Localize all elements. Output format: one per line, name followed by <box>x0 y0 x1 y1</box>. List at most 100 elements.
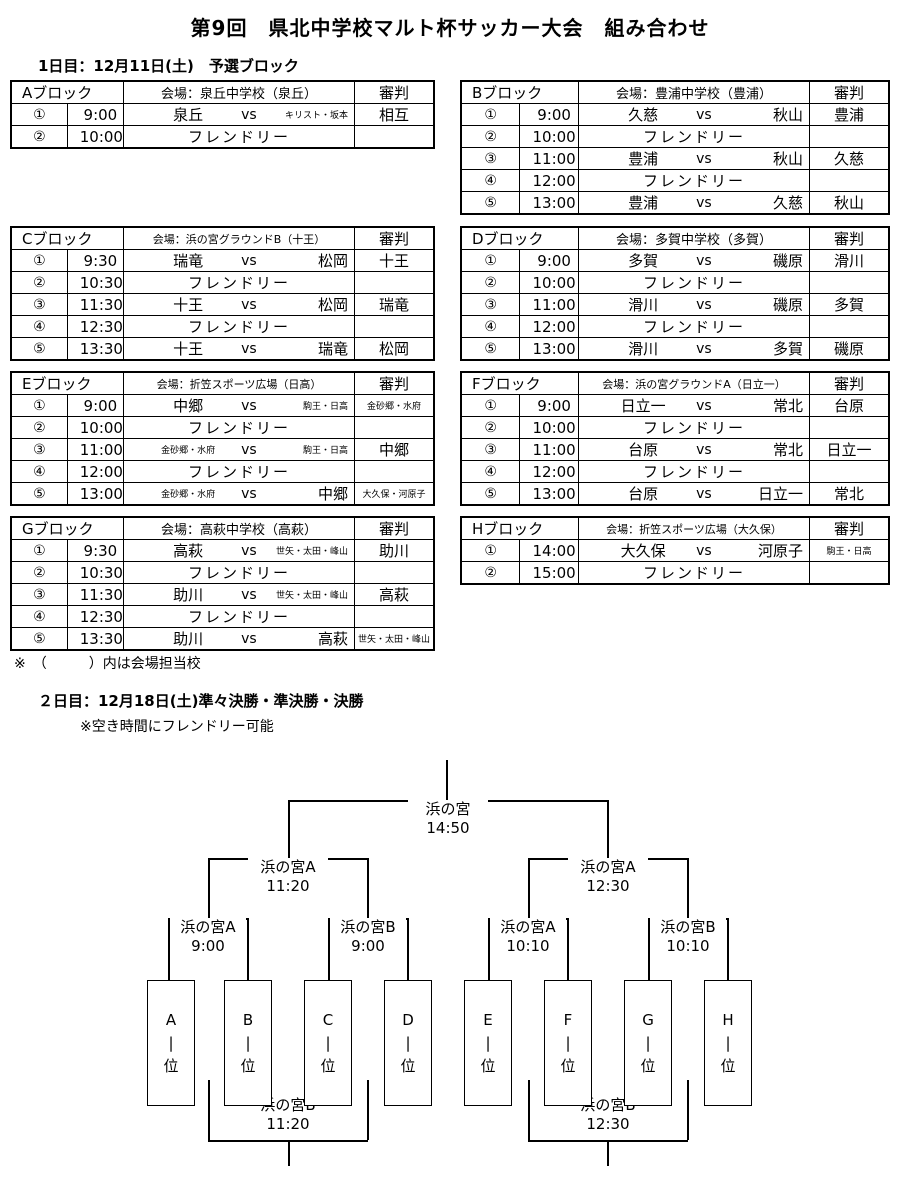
match-number: ① <box>460 249 521 272</box>
seed-box-c: C|位 <box>304 980 352 1106</box>
block-header: Dブロック会場：多賀中学校（多賀）審判 <box>460 226 890 250</box>
block-venue: 会場：泉丘中学校（泉丘） <box>123 80 355 104</box>
block-header: Eブロック会場：折笠スポーツ広場（日高）審判 <box>10 371 435 395</box>
seed-box-g: G|位 <box>624 980 672 1106</box>
block-venue: 会場：折笠スポーツ広場（日高） <box>123 371 355 395</box>
friendly-match: フレンドリー <box>578 125 810 148</box>
referee: 高萩 <box>354 583 435 606</box>
referee: 大久保・河原子 <box>354 482 435 506</box>
friendly-match: フレンドリー <box>578 416 810 439</box>
referee <box>354 460 435 483</box>
team-away: 常北 <box>772 441 803 459</box>
match-time: 11:00 <box>519 438 579 461</box>
team-away: 久慈 <box>772 194 803 212</box>
referee <box>354 315 435 338</box>
referee <box>354 605 435 628</box>
match-time: 9:00 <box>519 249 579 272</box>
team-away: 高萩 <box>317 630 348 648</box>
team-away: 駒王・日高 <box>302 446 348 456</box>
match-number: ① <box>10 394 68 417</box>
match-number: ① <box>10 539 68 562</box>
match-time: 9:00 <box>519 394 579 417</box>
friendly-match: フレンドリー <box>578 460 810 483</box>
vs-label: vs <box>241 252 257 269</box>
match-number: ① <box>460 103 521 126</box>
match-number: ③ <box>460 438 521 461</box>
team-home: 滑川 <box>628 296 659 314</box>
block-header: Aブロック会場：泉丘中学校（泉丘）審判 <box>10 80 435 104</box>
vs-label: vs <box>241 340 257 357</box>
referee: 多賀 <box>809 293 890 316</box>
match-time: 9:30 <box>66 539 125 562</box>
match-time: 10:00 <box>66 125 125 149</box>
friendly-match: フレンドリー <box>578 315 810 338</box>
block-venue: 会場：浜の宮グラウンドB（十王） <box>123 226 355 250</box>
team-home: 十王 <box>173 340 204 358</box>
team-home: 豊浦 <box>628 194 659 212</box>
day2-heading: ２日目：12月18日(土)準々決勝・準決勝・決勝 <box>38 692 364 710</box>
block-venue: 会場：豊浦中学校（豊浦） <box>578 80 810 104</box>
match-number: ③ <box>10 583 68 606</box>
match-time: 10:30 <box>66 271 125 294</box>
match-time: 10:00 <box>519 416 579 439</box>
match-number: ⑤ <box>10 627 68 651</box>
match-number: ① <box>10 103 68 126</box>
match-number: ④ <box>10 460 68 483</box>
match-time: 11:00 <box>519 293 579 316</box>
match-time: 13:00 <box>66 482 125 506</box>
friendly-match: フレンドリー <box>578 561 810 585</box>
seed-box-d: D|位 <box>384 980 432 1106</box>
team-away: 磯原 <box>772 296 803 314</box>
referee: 滑川 <box>809 249 890 272</box>
vs-label: vs <box>241 630 257 647</box>
vs-label: vs <box>696 340 712 357</box>
match-time: 13:00 <box>519 482 579 506</box>
referee-header: 審判 <box>809 516 890 540</box>
match-time: 14:00 <box>519 539 579 562</box>
match-time: 10:00 <box>519 125 579 148</box>
team-home: 金砂郷・水府 <box>161 446 216 456</box>
match-time: 12:30 <box>66 605 125 628</box>
referee: 世矢・太田・峰山 <box>354 627 435 651</box>
referee: 久慈 <box>809 147 890 170</box>
block-name: Gブロック <box>10 516 124 540</box>
match-time: 11:00 <box>66 438 125 461</box>
vs-label: vs <box>241 586 257 603</box>
referee-header: 審判 <box>354 371 435 395</box>
team-home: 高萩 <box>173 542 204 560</box>
match-time: 15:00 <box>519 561 579 585</box>
referee-header: 審判 <box>809 226 890 250</box>
referee: 助川 <box>354 539 435 562</box>
match-time: 12:00 <box>66 460 125 483</box>
team-home: 豊浦 <box>628 150 659 168</box>
team-away: 松岡 <box>317 252 348 270</box>
team-away: 中郷 <box>317 485 348 503</box>
referee: 十王 <box>354 249 435 272</box>
match-number: ② <box>10 416 68 439</box>
block-venue: 会場：折笠スポーツ広場（大久保） <box>578 516 810 540</box>
friendly-match: フレンドリー <box>123 460 355 483</box>
team-home: 助川 <box>173 630 204 648</box>
vs-label: vs <box>241 542 257 559</box>
vs-label: vs <box>696 106 712 123</box>
block-name: Hブロック <box>460 516 579 540</box>
